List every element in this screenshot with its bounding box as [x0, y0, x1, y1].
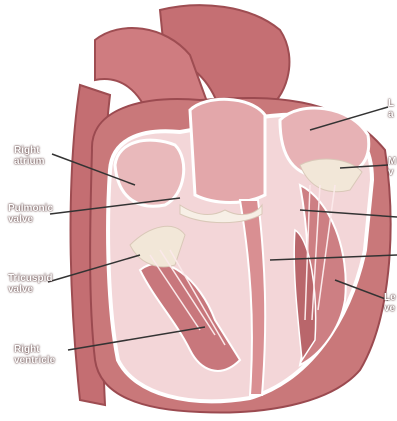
- label-right-atrium: Right atrium: [14, 145, 45, 167]
- label-left-ventricle: Le ve: [384, 292, 396, 314]
- label-pulmonic-valve: Pulmonic valve: [8, 203, 53, 225]
- label-right-ventricle: Right ventricle: [14, 344, 55, 366]
- central-outflow: [190, 99, 265, 202]
- label-left-atrium: L a: [388, 98, 394, 120]
- right-atrium-chamber: [115, 140, 184, 206]
- label-tricuspid-valve: Tricuspid valve: [8, 273, 52, 295]
- label-mitral-valve: M v: [388, 156, 396, 178]
